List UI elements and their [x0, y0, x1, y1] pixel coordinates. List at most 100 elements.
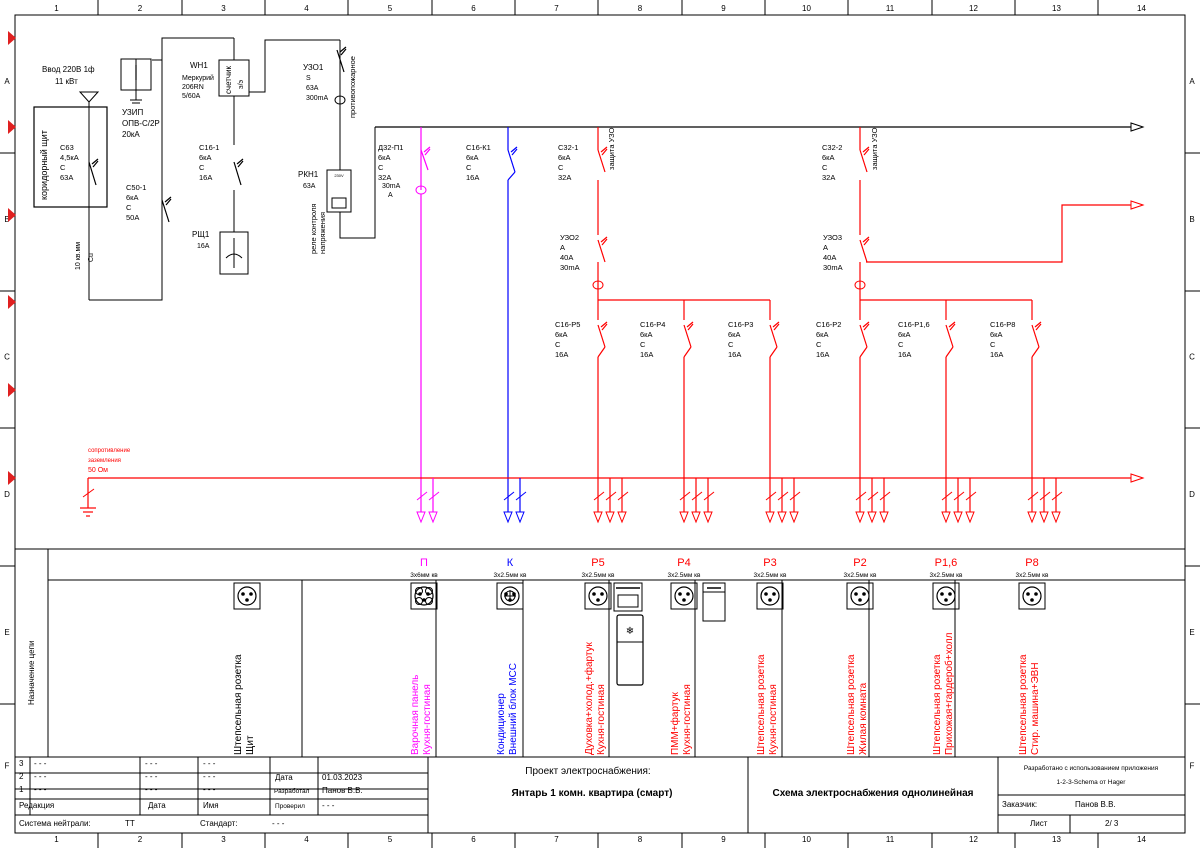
arrow-head	[867, 511, 877, 524]
circuit-code: Р8	[1025, 557, 1038, 569]
customer-label: Заказчик:	[1002, 800, 1037, 809]
title-block: 3- - -- - -- - -2- - -- - -- - -1- - -- …	[15, 757, 1185, 833]
red-marker	[8, 471, 16, 485]
breaker-label: 6кА	[558, 153, 570, 162]
column-number: 1	[54, 835, 59, 844]
arrow-head	[605, 511, 615, 524]
cable-section: 3х2.5мм кв	[844, 572, 877, 579]
circuit-purpose: ПММ+фартук	[669, 691, 681, 755]
breaker-label: А	[560, 243, 565, 252]
switch-mark	[687, 323, 694, 331]
breaker-label: 32А	[822, 173, 835, 182]
socket-icon-pin	[854, 592, 858, 596]
socket-icon-pin	[596, 598, 600, 602]
arrow-head	[617, 511, 627, 524]
breaker-label: 40А	[823, 253, 836, 262]
terminal-mark	[679, 491, 691, 501]
socket-icon-pin	[772, 592, 776, 596]
arrow-head	[1130, 122, 1145, 132]
row-letter: E	[1189, 628, 1194, 637]
terminal-mark	[703, 491, 715, 501]
snowflake-glyph: ❄	[626, 626, 634, 637]
tb-value: - - -	[272, 819, 285, 828]
row-letter: B	[4, 215, 9, 224]
socket-icon-pin	[1026, 592, 1030, 596]
breaker-label: 6кА	[728, 330, 740, 339]
breaker-label: С50-1	[126, 183, 146, 192]
column-number: 14	[1137, 4, 1146, 13]
terminal-mark	[605, 491, 617, 501]
circuit-purpose: Штепсельная розетка	[846, 654, 857, 755]
terminal-mark	[691, 491, 703, 501]
circuit-purpose: Штепсельная розетка	[1018, 654, 1029, 755]
arrow-head	[503, 511, 513, 524]
breaker-label: 16А	[898, 350, 911, 359]
revision-field: - - -	[34, 759, 47, 768]
breaker-label: 16А	[555, 350, 568, 359]
rkn-label: 63А	[303, 183, 316, 190]
switch-mark	[862, 146, 870, 153]
switch-mark	[863, 148, 870, 156]
cable-section: 3х2.5мм кв	[494, 572, 527, 579]
wire	[249, 39, 340, 93]
breaker-label: 20кА	[122, 130, 140, 139]
socket-icon	[410, 582, 438, 610]
breaker-label: С16-Р2	[816, 320, 841, 329]
cable-section: 3х2.5мм кв	[668, 572, 701, 579]
wire	[769, 346, 778, 358]
tb-label: Стандарт:	[200, 819, 238, 828]
terminal-mark	[1051, 491, 1063, 501]
sheet-label: Лист	[1030, 819, 1048, 828]
terminal-mark	[593, 491, 605, 501]
circuit-purpose: Духовка+холод.+фартук	[583, 641, 595, 755]
circuit-purpose: Кондиционер	[496, 693, 507, 755]
breaker-label: С	[60, 163, 66, 172]
breaker-label: 4,5кА	[60, 153, 79, 162]
column-number: 7	[554, 835, 559, 844]
column-number: 2	[138, 835, 143, 844]
terminal-mark	[777, 491, 789, 501]
breaker-c16-1-contact	[233, 161, 242, 186]
column-number: 13	[1052, 835, 1061, 844]
terminal-mark	[617, 491, 629, 501]
wire	[1031, 346, 1040, 358]
circuit-code: Р4	[677, 557, 690, 569]
socket-icon-pin	[944, 598, 948, 602]
tb-label: Система нейтрали:	[19, 819, 91, 828]
red-marker	[8, 295, 16, 309]
breaker-label: 300mA	[306, 95, 329, 102]
column-number: 2	[138, 4, 143, 13]
switch-mark	[1035, 323, 1042, 331]
arrow-head	[765, 511, 775, 524]
group-breaker-contact	[859, 324, 868, 348]
cable-label: 10 кв.мм	[75, 242, 82, 270]
breaker-label: А	[388, 192, 393, 199]
hob-icon	[415, 587, 433, 605]
arrow-head	[1130, 473, 1145, 483]
socket-icon-pin	[686, 592, 690, 596]
breaker-label: 5/60А	[182, 93, 201, 100]
breaker-label: А	[823, 243, 828, 252]
wire	[945, 346, 954, 358]
rcd-protection-note: защита УЗО	[870, 127, 879, 170]
terminal-mark	[765, 491, 777, 501]
corridor-panel-label: коридорный щит	[39, 130, 49, 200]
breaker-label: С16-Р3	[728, 320, 753, 329]
socket-icon-pin	[768, 598, 772, 602]
switch-mark	[600, 236, 608, 243]
column-number: 3	[221, 4, 226, 13]
burner	[415, 587, 423, 595]
breaker-label: 63А	[60, 173, 73, 182]
rkn-box	[326, 169, 352, 213]
breaker-label: С	[466, 163, 472, 172]
socket-icon-pin	[241, 592, 245, 596]
wire	[597, 346, 606, 358]
revision-field: - - -	[203, 759, 216, 768]
rsh-label: РЩ1	[192, 230, 210, 239]
switch-mark	[773, 323, 780, 331]
frame-border	[14, 14, 1186, 834]
socket-icon-pin	[1034, 592, 1038, 596]
socket-icon-pin	[858, 598, 862, 602]
arrow-head	[428, 511, 438, 524]
arrow-head	[1051, 511, 1061, 524]
